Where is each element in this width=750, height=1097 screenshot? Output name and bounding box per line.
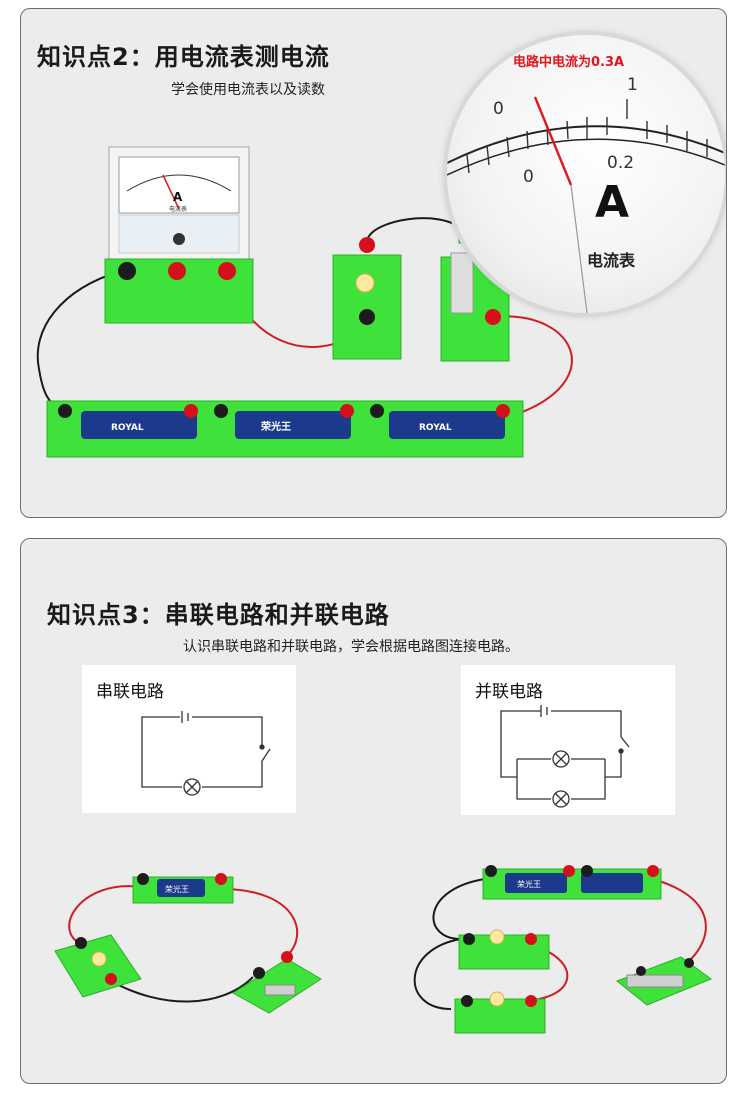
ammeter-terminal-black xyxy=(118,262,136,280)
section-title-circuits: 知识点3：串联电路和并联电路 xyxy=(47,601,390,629)
bulb-board xyxy=(332,237,402,360)
ammeter-terminal-red-2 xyxy=(218,262,236,280)
ammeter-unit-label: A xyxy=(173,190,183,204)
wire-black-bulb-to-switch xyxy=(366,217,462,242)
meter-scale xyxy=(447,96,725,313)
current-reading-annotation: 电路中电流为0.3A xyxy=(513,55,625,70)
meter-unit-label: A xyxy=(595,177,630,228)
wire-black-left xyxy=(36,270,122,410)
meter-name-label: 电流表 xyxy=(587,251,636,270)
ammeter-name-label: 电流表 xyxy=(169,205,187,213)
series-schematic xyxy=(141,711,271,796)
meter-needle xyxy=(533,96,573,186)
section-subtitle-ammeter: 学会使用电流表以及读数 xyxy=(171,82,325,98)
series-circuit-diagram: 串联电路 xyxy=(82,665,296,813)
battery-holder: ROYAL 荣光王 ROYAL xyxy=(46,400,524,458)
parallel-circuit-diagram: 并联电路 xyxy=(461,665,675,815)
series-kit-photo: 荣光王 xyxy=(54,873,322,1014)
panel-ammeter: 知识点2：用电流表测电流 学会使用电流表以及读数 A 电流表 xyxy=(20,8,727,518)
ammeter-terminal-red xyxy=(168,262,186,280)
wire-red-switch-to-battery xyxy=(492,315,573,420)
scale-label-bottom-1: 0.2 xyxy=(607,153,635,173)
battery-brand-3: ROYAL xyxy=(419,423,452,433)
scale-label-top-0: 0 xyxy=(493,99,504,119)
scale-label-bottom-0: 0 xyxy=(523,167,534,187)
series-battery-brand: 荣光王 xyxy=(165,884,189,894)
panel-series-parallel: 知识点3：串联电路和并联电路 认识串联电路和并联电路，学会根据电路图连接电路。 … xyxy=(20,538,727,1084)
parallel-battery-brand: 荣光王 xyxy=(517,879,541,889)
battery-brand-1: ROYAL xyxy=(111,423,144,433)
series-circuit-title: 串联电路 xyxy=(96,682,164,702)
parallel-schematic xyxy=(500,705,630,808)
scale-label-top-1: 1 xyxy=(627,75,638,95)
meter-magnifier: 电路中电流为0.3A 0 1 0 xyxy=(447,35,725,313)
battery-brand-cn: 荣光王 xyxy=(260,420,291,433)
ammeter-device: A 电流表 xyxy=(104,146,254,324)
section-title-ammeter: 知识点2：用电流表测电流 xyxy=(37,43,330,71)
parallel-circuit-title: 并联电路 xyxy=(475,682,543,702)
section-subtitle-circuits: 认识串联电路和并联电路，学会根据电路图连接电路。 xyxy=(183,639,519,655)
ammeter-circuit-photo: A 电流表 R xyxy=(36,146,573,458)
parallel-kit-photo: 荣光王 xyxy=(413,865,713,1034)
